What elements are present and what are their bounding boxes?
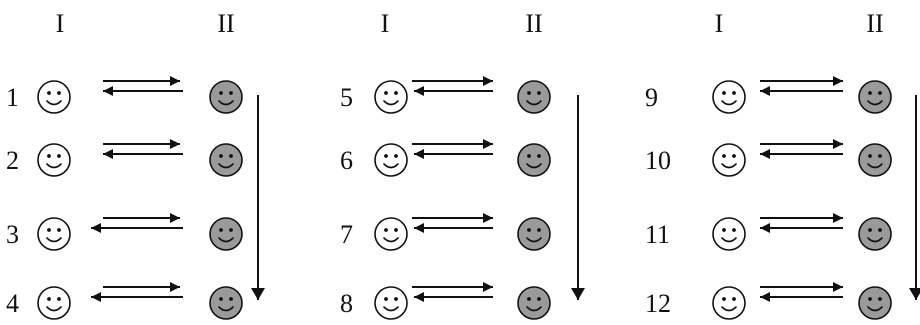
- smiley-face-outline-icon: [37, 217, 71, 251]
- column-header-II: II: [866, 9, 883, 38]
- smiley-face-outline-icon: [37, 286, 71, 320]
- row-number: 6: [340, 146, 353, 175]
- smiley-face-gray-icon: [858, 286, 892, 320]
- smiley-face-outline-icon: [374, 143, 408, 177]
- smiley-face-outline-icon: [37, 143, 71, 177]
- smiley-face-outline-icon: [712, 217, 746, 251]
- row-number: 7: [340, 220, 353, 249]
- row-number: 2: [6, 146, 19, 175]
- exchange-row: 5: [340, 76, 551, 114]
- column-header-II: II: [525, 9, 542, 38]
- smiley-face-outline-icon: [37, 80, 71, 114]
- smiley-face-gray-icon: [517, 143, 551, 177]
- exchange-row: 3: [6, 213, 243, 251]
- smiley-face-gray-icon: [858, 217, 892, 251]
- smiley-face-gray-icon: [209, 80, 243, 114]
- smiley-face-outline-icon: [712, 286, 746, 320]
- column-header-I: I: [56, 9, 65, 38]
- group-1: I II: [56, 9, 265, 300]
- smiley-face-gray-icon: [858, 143, 892, 177]
- row-number: 11: [645, 220, 670, 249]
- smiley-face-gray-icon: [209, 217, 243, 251]
- exchange-row: 1: [6, 76, 243, 114]
- smiley-face-outline-icon: [374, 217, 408, 251]
- smiley-face-outline-icon: [374, 286, 408, 320]
- smiley-face-gray-icon: [209, 143, 243, 177]
- row-number: 9: [645, 83, 658, 112]
- smiley-face-gray-icon: [209, 286, 243, 320]
- exchange-row: 11: [645, 213, 892, 251]
- smiley-face-gray-icon: [517, 80, 551, 114]
- smiley-face-outline-icon: [712, 80, 746, 114]
- column-header-I: I: [715, 9, 724, 38]
- group-3: I II: [715, 9, 920, 300]
- smiley-face-outline-icon: [374, 80, 408, 114]
- row-number: 12: [645, 289, 671, 318]
- row-number: 8: [340, 289, 353, 318]
- smiley-face-gray-icon: [858, 80, 892, 114]
- smiley-face-gray-icon: [517, 217, 551, 251]
- column-header-II: II: [217, 9, 234, 38]
- exchange-row: 4: [6, 282, 243, 320]
- smiley-face-outline-icon: [712, 143, 746, 177]
- row-number: 3: [6, 220, 19, 249]
- row-number: 4: [6, 289, 19, 318]
- exchange-row: 8: [340, 282, 551, 320]
- exchange-row: 9: [645, 76, 892, 114]
- row-number: 5: [340, 83, 353, 112]
- exchange-row: 7: [340, 213, 551, 251]
- row-number: 1: [6, 83, 19, 112]
- row-number: 10: [645, 146, 671, 175]
- group-2: I II: [381, 9, 585, 300]
- exchange-row: 2: [6, 139, 243, 177]
- exchange-row: 12: [645, 282, 892, 320]
- exchange-row: 10: [645, 139, 892, 177]
- smiley-face-gray-icon: [517, 286, 551, 320]
- column-header-I: I: [381, 9, 390, 38]
- exchange-row: 6: [340, 139, 551, 177]
